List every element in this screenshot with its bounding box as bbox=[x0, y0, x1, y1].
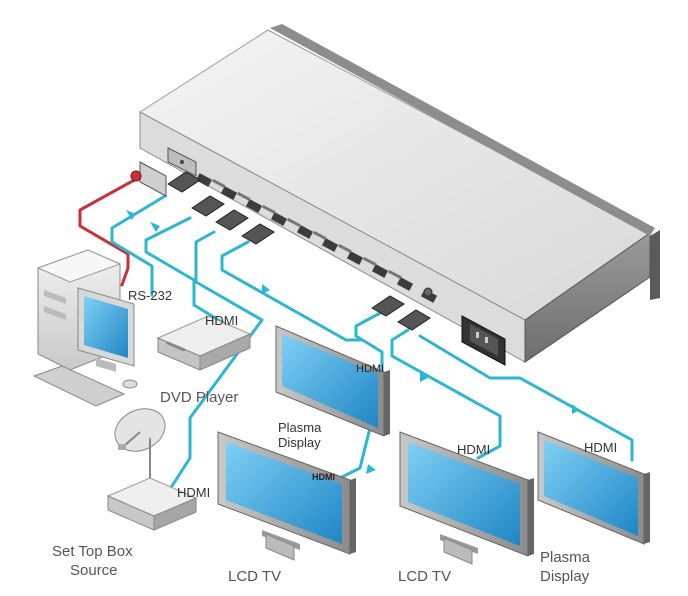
hdmi-cable-plasma-right bbox=[418, 334, 634, 462]
label-hdmi-plasma-top: HDMI bbox=[356, 363, 384, 375]
label-dvd-player: DVD Player bbox=[160, 389, 238, 406]
pc-mouse bbox=[122, 379, 138, 389]
label-lcd-tv-1: LCD TV bbox=[228, 568, 281, 585]
reset-button bbox=[423, 287, 433, 297]
label-set-top-box-line2: Source bbox=[70, 562, 118, 579]
dvd-player bbox=[156, 315, 252, 371]
hdmi-port-in3 bbox=[245, 199, 263, 213]
label-plasma-display-2-line2: Display bbox=[540, 568, 590, 585]
label-hdmi-dvd: HDMI bbox=[205, 313, 238, 328]
hdmi-port-out4 bbox=[371, 264, 389, 278]
plasma-display-right bbox=[537, 431, 650, 545]
label-set-top-box-line1: Set Top Box bbox=[52, 543, 133, 560]
set-top-box bbox=[106, 477, 198, 531]
db9-plug bbox=[130, 161, 167, 197]
hdmi-cable-plasma-top bbox=[220, 240, 364, 342]
rs232-port bbox=[167, 147, 197, 177]
label-plasma-display-1-line1: Plasma bbox=[278, 420, 322, 435]
cable-arrows bbox=[126, 210, 580, 474]
hdmi-plugs bbox=[167, 171, 431, 331]
hdmi-cable-lcd2 bbox=[390, 328, 502, 460]
label-hdmi-lcd2: HDMI bbox=[457, 442, 490, 457]
label-lcd-tv-2: LCD TV bbox=[398, 568, 451, 585]
rack-ear bbox=[270, 24, 655, 236]
port-labels bbox=[211, 178, 402, 280]
label-plasma-display-2-line1: Plasma bbox=[540, 549, 591, 566]
plasma-display-top bbox=[275, 325, 390, 437]
pc-keyboard bbox=[32, 365, 126, 407]
power-socket bbox=[461, 315, 506, 366]
hdmi-cable-stb bbox=[170, 230, 264, 488]
hdmi-port-in4 bbox=[270, 212, 288, 226]
hdmi-port-out3 bbox=[346, 251, 364, 265]
hdmi-cable-lcd1 bbox=[338, 310, 384, 480]
hdmi-cable-pc bbox=[110, 194, 167, 297]
pc-screen bbox=[84, 296, 128, 358]
cables bbox=[78, 176, 634, 488]
hdmi-port-in2 bbox=[220, 186, 238, 200]
label-hdmi-plasma-right: HDMI bbox=[584, 440, 617, 455]
hdmi-port-out1 bbox=[296, 225, 314, 239]
hdmi-port-out5 bbox=[396, 277, 414, 291]
satellite-dish-icon bbox=[114, 408, 166, 490]
computer-pc bbox=[32, 249, 138, 407]
hdmi-port-out2 bbox=[321, 238, 339, 252]
label-hdmi-stb: HDMI bbox=[177, 485, 210, 500]
rack-ear-front bbox=[650, 230, 660, 300]
hdmi-cable-dvd bbox=[144, 216, 240, 334]
lcd-tv-1 bbox=[217, 431, 356, 561]
text-labels: RS-232 HDMI DVD Player HDMI Plasma Displ… bbox=[52, 288, 617, 585]
lcd-tv-2 bbox=[399, 431, 534, 565]
hdmi-port-in1 bbox=[195, 173, 213, 187]
label-rs232: RS-232 bbox=[128, 288, 172, 303]
rs232-cable bbox=[78, 176, 140, 287]
label-hdmi-lcd1: HDMI bbox=[312, 472, 335, 482]
matrix-switcher-unit bbox=[139, 24, 660, 366]
label-plasma-display-1-line2: Display bbox=[278, 435, 321, 450]
